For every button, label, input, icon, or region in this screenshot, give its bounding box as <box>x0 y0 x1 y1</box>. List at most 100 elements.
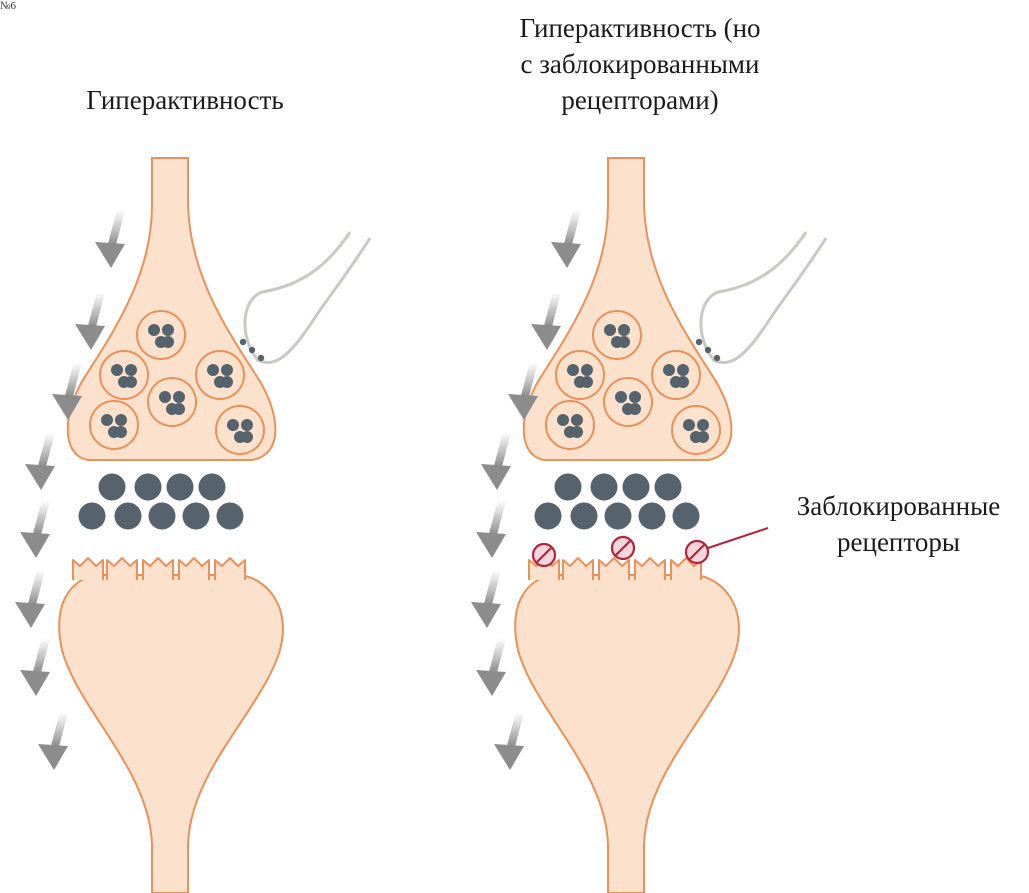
flow-arrow <box>15 570 45 628</box>
neurotransmitter-dot <box>111 364 123 376</box>
synaptic-vesicle <box>672 406 720 454</box>
neurotransmitter-dot <box>663 364 675 376</box>
reuptake-dot <box>714 355 720 361</box>
flow-arrow <box>494 712 524 770</box>
vesicle-membrane <box>593 311 641 359</box>
cleft-neurotransmitter <box>149 503 176 530</box>
flow-arrow-shaft <box>41 432 51 470</box>
receptor <box>73 558 103 580</box>
neurotransmitter-dot <box>618 336 630 348</box>
flow-arrow <box>471 570 501 628</box>
neurotransmitter-dot <box>604 324 616 336</box>
cleft-neurotransmitter <box>79 503 106 530</box>
flow-arrow-shaft <box>111 210 121 248</box>
receptor <box>563 558 593 580</box>
vesicle-membrane <box>672 406 720 454</box>
neurotransmitter-dot <box>697 419 709 431</box>
neurotransmitter-dot <box>125 376 137 388</box>
flow-arrow-shaft <box>36 638 46 676</box>
cleft-neurotransmitter <box>605 503 632 530</box>
synaptic-vesicle <box>604 378 652 426</box>
cleft-neurotransmitter <box>135 474 162 501</box>
neurotransmitter-dot <box>629 403 641 415</box>
receptor <box>599 558 629 580</box>
cleft-neurotransmitter <box>623 474 650 501</box>
flow-arrow-shaft <box>510 712 520 750</box>
flow-arrow-head <box>476 670 506 696</box>
postsynaptic-neuron <box>515 575 739 893</box>
reuptake-dot <box>258 355 264 361</box>
flow-arrow-head <box>15 602 45 628</box>
synaptic-vesicle <box>556 351 604 399</box>
reuptake-dot <box>696 339 702 345</box>
glial-cell <box>701 232 826 363</box>
receptor-blocker <box>612 537 634 559</box>
flow-arrow <box>481 432 511 490</box>
panel-title-left: Гиперактивность <box>40 82 330 118</box>
synaptic-vesicle <box>546 401 594 449</box>
receptor-blocker <box>533 544 555 566</box>
neurotransmitter-dot <box>148 324 160 336</box>
flow-arrow-shaft <box>492 638 502 676</box>
blocker-pointer-line <box>708 528 768 548</box>
cleft-neurotransmitter <box>199 474 226 501</box>
neurotransmitter-dot <box>221 376 233 388</box>
panel-title-right: Гиперактивность (но с заблокированными р… <box>470 10 810 118</box>
flow-arrow-head <box>38 744 68 770</box>
flow-arrow <box>38 712 68 770</box>
receptor <box>215 558 245 580</box>
neurotransmitter-dot <box>159 391 171 403</box>
neurotransmitter-dot <box>683 419 695 431</box>
flow-arrow-head <box>476 532 506 558</box>
neurotransmitter-dot <box>173 403 185 415</box>
receptor-blocker <box>686 541 708 563</box>
cleft-neurotransmitter <box>115 503 142 530</box>
flow-arrow-head <box>20 670 50 696</box>
neurotransmitter-dot <box>241 431 253 443</box>
glial-cell <box>245 232 370 363</box>
neurotransmitter-dot <box>173 391 185 403</box>
cleft-neurotransmitter <box>655 474 682 501</box>
vesicle-membrane <box>546 401 594 449</box>
flow-arrow <box>531 292 561 350</box>
vesicle-membrane <box>100 351 148 399</box>
neurotransmitter-dot <box>581 376 593 388</box>
synapse-panel-left <box>15 158 370 893</box>
synaptic-vesicle <box>593 311 641 359</box>
synaptic-vesicle <box>148 378 196 426</box>
flow-arrow-head <box>95 242 125 268</box>
flow-arrow-head <box>20 532 50 558</box>
cleft-neurotransmitter <box>639 503 666 530</box>
flow-arrow <box>476 638 506 696</box>
neurotransmitter-dot <box>101 414 113 426</box>
flow-arrow-head <box>531 324 561 350</box>
flow-arrow <box>476 500 506 558</box>
flow-arrow-head <box>471 602 501 628</box>
vesicle-membrane <box>90 401 138 449</box>
neurotransmitter-dot <box>615 391 627 403</box>
receptor <box>635 558 665 580</box>
flow-arrow-head <box>481 464 511 490</box>
synaptic-vesicle <box>216 406 264 454</box>
cleft-neurotransmitter <box>555 474 582 501</box>
reuptake-dot <box>705 347 711 353</box>
flow-arrow <box>75 292 105 350</box>
cleft-neurotransmitter <box>535 503 562 530</box>
flow-arrow-head <box>551 242 581 268</box>
vesicle-membrane <box>556 351 604 399</box>
flow-arrow-head <box>494 744 524 770</box>
neurotransmitter-dot <box>115 426 127 438</box>
cleft-neurotransmitter <box>99 474 126 501</box>
flow-arrow-head <box>25 464 55 490</box>
vesicle-membrane <box>148 378 196 426</box>
neurotransmitter-dot <box>571 426 583 438</box>
neurotransmitter-dot <box>227 419 239 431</box>
neurotransmitter-dot <box>162 324 174 336</box>
flow-arrow-shaft <box>492 500 502 538</box>
vesicle-membrane <box>652 351 700 399</box>
neurotransmitter-dot <box>207 364 219 376</box>
flow-arrow-shaft <box>91 292 101 330</box>
neurotransmitter-dot <box>567 364 579 376</box>
